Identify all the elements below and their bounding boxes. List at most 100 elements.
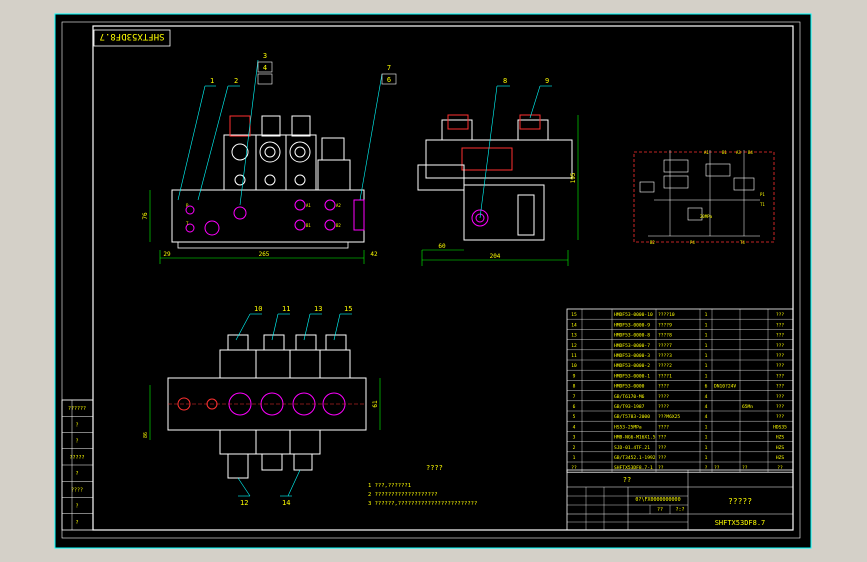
bom-header-note: ?? [714, 465, 720, 471]
bom-cell-code: GB/T6170-M6 [614, 394, 645, 400]
svg-text:B1: B1 [722, 150, 727, 155]
svg-text:60: 60 [438, 243, 446, 250]
svg-text:3 ??????,?????????????????????: 3 ??????,???????????????????????? [368, 501, 477, 507]
svg-text:B2: B2 [650, 240, 655, 245]
bom-cell-remark: HZS [776, 435, 785, 441]
bom-cell-code: HMDF53-0000-2 [614, 363, 650, 369]
bom-cell-code: HMDF53-0000-9 [614, 322, 650, 328]
svg-text:A2: A2 [336, 203, 341, 208]
left-strip-cell: ? [75, 471, 78, 477]
bom-cell-note: DN10?24V [714, 384, 736, 390]
svg-text:1: 1 [210, 77, 214, 85]
bom-cell-qty: 1 [705, 373, 708, 379]
bom-cell-remark: ??? [776, 343, 785, 349]
svg-text:0?\FX0000000000: 0?\FX0000000000 [635, 497, 680, 503]
svg-text:8: 8 [503, 77, 507, 85]
svg-text:7: 7 [387, 64, 391, 72]
bom-cell-code: SJD-01.4TF.21 [614, 445, 650, 451]
technical-notes: ???? 1 ???,??????1 2 ???????????????????… [368, 464, 477, 507]
svg-text:265: 265 [259, 251, 270, 258]
svg-text:?:?: ?:? [675, 507, 684, 513]
svg-text:??: ?? [657, 507, 663, 513]
bom-cell-code: HMDF53-0000-7 [614, 343, 650, 349]
bom-cell-remark: ??? [776, 404, 785, 410]
left-strip-cell: ? [75, 422, 78, 428]
svg-text:????: ???? [426, 464, 443, 472]
svg-text:9: 9 [545, 77, 549, 85]
bom-cell-qty: 4 [705, 394, 708, 400]
bom-cell-no: 15 [571, 312, 577, 318]
bom-cell-code: HMDF53-0000 [614, 384, 645, 390]
bom-cell-code: HMDF53-0000-3 [614, 353, 650, 359]
bom-cell-code: GB/T93-1987 [614, 404, 645, 410]
bom-cell-qty: 4 [705, 414, 708, 420]
svg-text:10: 10 [254, 305, 262, 313]
svg-text:P4: P4 [690, 240, 695, 245]
svg-text:SHFTX53DF8.7: SHFTX53DF8.7 [99, 31, 164, 41]
drawing-frame [92, 25, 794, 531]
bom-cell-qty: 1 [705, 322, 708, 328]
bom-cell-remark: HZS [776, 455, 785, 461]
bom-cell-code: HMB-NG6-M16X1.5 [614, 435, 656, 441]
bom-cell-no: 3 [573, 435, 576, 441]
svg-text:29: 29 [163, 251, 171, 258]
mirror-number-box: SHFTX53DF8.7 [93, 29, 171, 47]
svg-text:2 ???????????????????: 2 ??????????????????? [368, 492, 438, 498]
bom-cell-name: ???? [658, 404, 669, 410]
svg-text:13: 13 [314, 305, 322, 313]
bom-cell-name: ???? [658, 384, 669, 390]
bom-cell-name: ??? [658, 455, 667, 461]
bom-cell-no: 14 [571, 322, 577, 328]
svg-text:B2: B2 [336, 223, 341, 228]
svg-text:86: 86 [143, 432, 149, 438]
bom-cell-name: ??? [658, 435, 667, 441]
svg-text:204: 204 [490, 253, 501, 260]
svg-text:11: 11 [282, 305, 290, 313]
bom-cell-name: ????2 [658, 363, 672, 369]
bom-cell-no: 2 [573, 445, 576, 451]
bom-cell-code: HMDF53-0000-10 [614, 312, 653, 318]
svg-text:B4: B4 [748, 150, 753, 155]
bom-cell-mat: 65Mn [742, 404, 753, 410]
bom-cell-remark: ??? [776, 373, 785, 379]
bom-cell-name: ??? [658, 445, 667, 451]
bom-cell-remark: HZS [776, 445, 785, 451]
bom-cell-no: 12 [571, 343, 577, 349]
left-strip-cell: ? [75, 504, 78, 510]
bom-cell-code: HS53-25MPa [614, 424, 642, 430]
svg-text:T1: T1 [760, 202, 765, 207]
bom-cell-remark: ??? [776, 322, 785, 328]
left-strip-cell: ???? [71, 487, 83, 493]
bom-cell-code: GB/T5783-2000 [614, 414, 650, 420]
bom-cell-no: 5 [573, 414, 576, 420]
bom-cell-remark: ??? [776, 363, 785, 369]
bom-header-no: ?? [571, 465, 577, 471]
bom-cell-qty: 1 [705, 353, 708, 359]
svg-text:A1: A1 [306, 203, 311, 208]
svg-text:15: 15 [344, 305, 352, 313]
bom-cell-qty: 4 [705, 404, 708, 410]
svg-text:?????: ????? [728, 497, 752, 506]
svg-text:6: 6 [387, 76, 391, 84]
bom-header-remark: ?? [777, 465, 783, 471]
bom-cell-name: ???? [658, 394, 669, 400]
bom-cell-qty: 6 [705, 384, 708, 390]
bom-cell-name: ????3 [658, 353, 672, 359]
bom-cell-name: ????1 [658, 373, 672, 379]
svg-text:61: 61 [372, 400, 379, 408]
svg-text:T: T [186, 221, 189, 226]
svg-text:P1: P1 [760, 192, 765, 197]
